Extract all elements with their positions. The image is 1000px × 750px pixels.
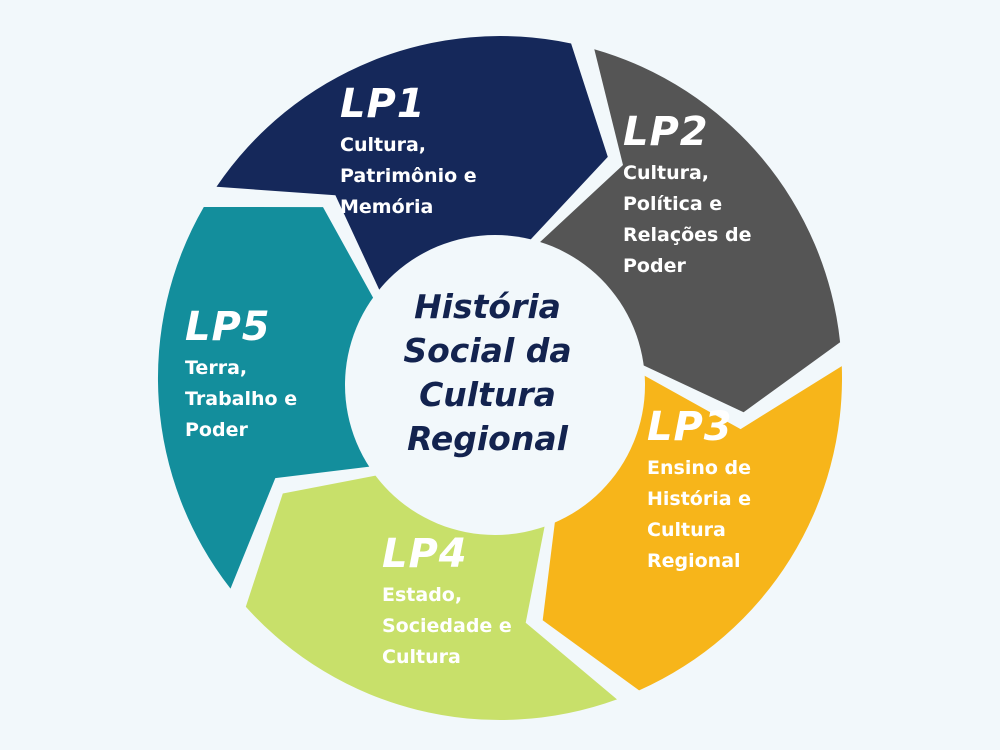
segment-lp1-text: Cultura, Patrimônio e Memória [340, 134, 477, 218]
center-circle [345, 235, 645, 535]
segment-lp2-shape [538, 49, 841, 413]
segment-lp2-code: LP2 [623, 109, 709, 155]
segment-lp1-label: LP1 Cultura, Patrimônio e Memória [340, 82, 477, 223]
segment-lp4-shape [245, 471, 618, 721]
segment-lp4-code: LP4 [382, 531, 468, 577]
segment-lp5-shape [157, 207, 390, 589]
segment-lp5-label: LP5 Terra, Trabalho e Poder [185, 305, 297, 446]
segment-lp3-code: LP3 [647, 404, 733, 450]
segment-lp5-code: LP5 [185, 304, 271, 350]
segment-lp3-label: LP3 Ensino de História e Cultura Regiona… [647, 405, 751, 577]
segment-lp3-shape [542, 366, 843, 691]
segment-lp1-shape [216, 36, 608, 300]
segment-lp5-text: Terra, Trabalho e Poder [185, 357, 298, 441]
segment-lp2-label: LP2 Cultura, Política e Relações de Pode… [623, 110, 751, 282]
segments-layer [157, 36, 843, 721]
segment-lp2-text: Cultura, Política e Relações de Poder [623, 162, 752, 277]
center-title: História Social da Cultura Regional [403, 287, 572, 458]
segment-lp3-text: Ensino de História e Cultura Regional [647, 457, 752, 572]
segment-lp4-text: Estado, Sociedade e Cultura [382, 584, 512, 668]
segment-lp4-label: LP4 Estado, Sociedade e Cultura [382, 532, 512, 673]
segment-lp1-code: LP1 [340, 81, 426, 127]
